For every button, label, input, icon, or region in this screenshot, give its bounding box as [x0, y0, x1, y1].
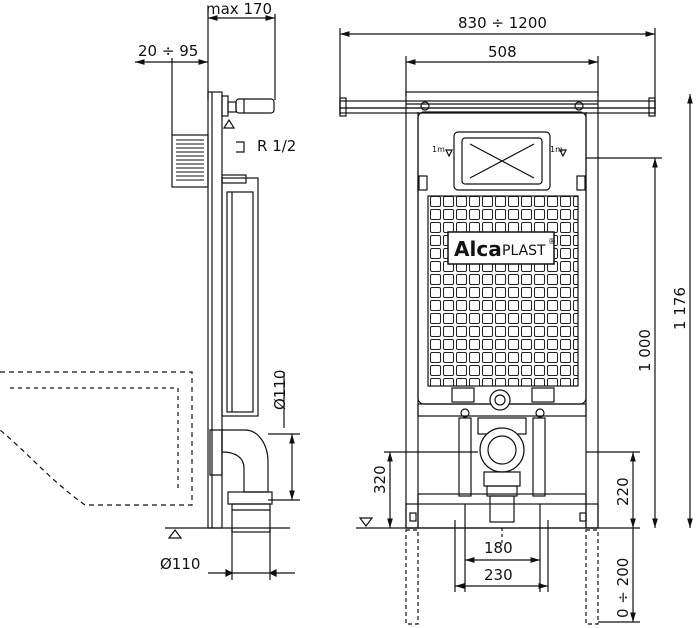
floor-mark-front-icon [358, 517, 374, 527]
dim-1176: 1 176 [671, 287, 689, 330]
logo-box [447, 231, 555, 265]
level-mark-right-icon [559, 149, 567, 158]
dim-max-170: max 170 [206, 0, 272, 18]
dim-508: 508 [488, 43, 517, 61]
logo-registered: ® [548, 237, 556, 246]
flush-actuator [235, 98, 275, 114]
support-right [532, 417, 546, 497]
dim-220: 220 [614, 477, 632, 506]
dim-180: 180 [484, 539, 513, 557]
base-bar [417, 493, 587, 505]
dim-dia110-bottom: Ø110 [160, 555, 200, 573]
dim-r12: R 1/2 [257, 137, 296, 155]
wall-plate [171, 134, 209, 188]
dim-230: 230 [484, 566, 513, 584]
dim-20-95: 20 ÷ 95 [138, 42, 198, 60]
level-mark-left-label: 1m [432, 145, 445, 154]
side-view [0, 14, 300, 580]
toilet-bowl-outline [0, 371, 193, 506]
support-left [458, 417, 472, 497]
drain-pipe-front [479, 427, 525, 473]
dim-830-1200: 830 ÷ 1200 [458, 14, 547, 32]
logo-plast: PLAST [502, 243, 546, 259]
front-view [339, 28, 693, 625]
level-mark-right-label: 1m [550, 145, 563, 154]
cistern-body [221, 177, 259, 417]
drain-elbow [221, 429, 269, 493]
level-mark-left-icon [445, 149, 453, 158]
pipe-flange [227, 491, 273, 505]
dim-0-200: 0 ÷ 200 [614, 558, 632, 618]
dim-1000: 1 000 [636, 329, 654, 372]
dim-dia110-vertical: Ø110 [271, 370, 289, 410]
floor-mark-icon [167, 529, 183, 539]
logo-alca: Alca [454, 237, 502, 261]
level-mark-icon [222, 118, 236, 129]
dim-320: 320 [371, 465, 389, 494]
panel-grid [427, 195, 579, 387]
